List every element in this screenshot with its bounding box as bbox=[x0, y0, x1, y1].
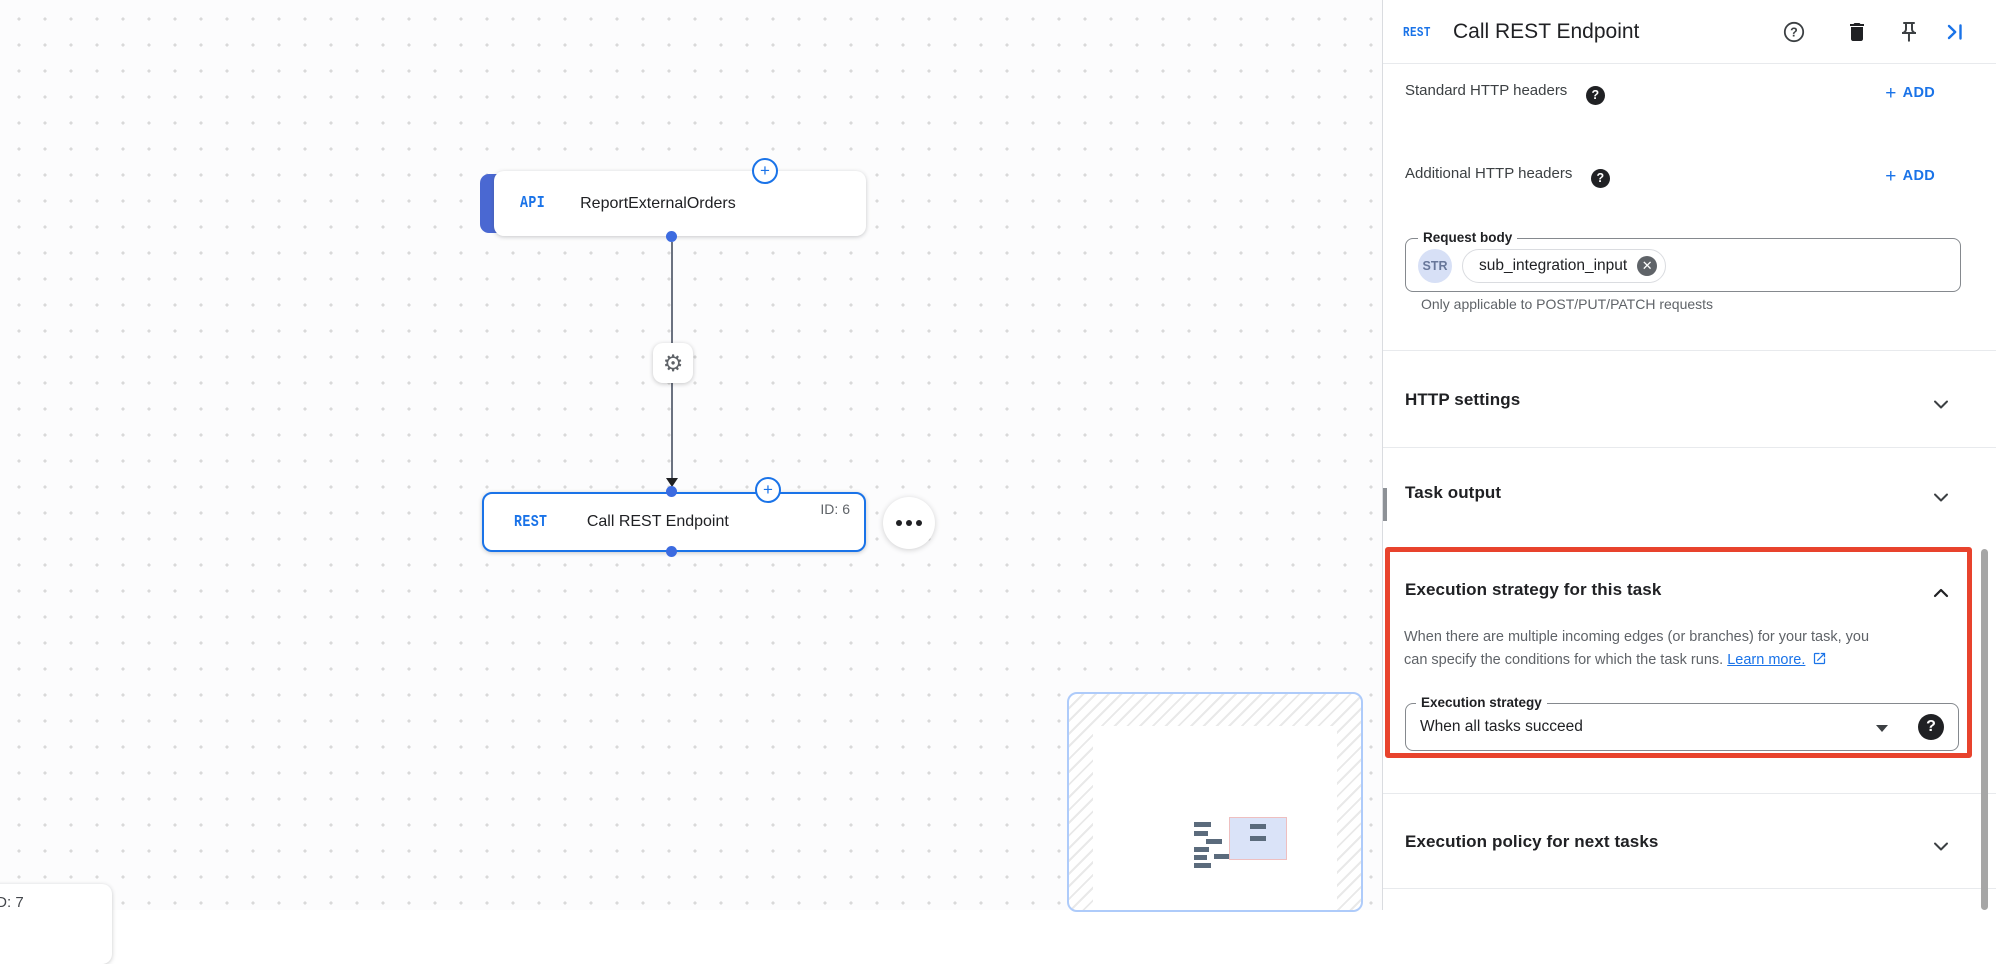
task-node-label: Call REST Endpoint bbox=[586, 513, 729, 530]
additional-http-headers-label: Additional HTTP headers bbox=[1405, 165, 1573, 182]
plus-icon: + bbox=[1885, 166, 1897, 187]
minimap-node-bar bbox=[1250, 824, 1266, 829]
execution-strategy-description: When there are multiple incoming edges (… bbox=[1404, 626, 1888, 672]
api-badge: API bbox=[520, 194, 546, 213]
help-filled-icon[interactable]: ? bbox=[1590, 169, 1610, 188]
workflow-canvas[interactable]: API ReportExternalOrders + ⚙ REST Call R… bbox=[0, 0, 1382, 964]
dot-icon bbox=[906, 520, 912, 526]
chevron-down-icon[interactable] bbox=[1929, 485, 1953, 509]
task-config-panel: REST Call REST Endpoint ? Standard HTTP … bbox=[1382, 0, 1996, 910]
trigger-output-port[interactable] bbox=[666, 231, 677, 242]
rest-badge: REST bbox=[514, 512, 548, 532]
delete-icon[interactable] bbox=[1845, 20, 1869, 44]
svg-text:?: ? bbox=[1790, 25, 1798, 39]
execution-strategy-select[interactable]: Execution strategy When all tasks succee… bbox=[1405, 695, 1959, 751]
rest-badge: REST bbox=[1403, 25, 1431, 41]
standard-http-headers-label: Standard HTTP headers bbox=[1405, 82, 1568, 99]
minimap-node-bar bbox=[1206, 839, 1222, 844]
execution-strategy-value: When all tasks succeed bbox=[1420, 718, 1583, 735]
task-node-call-rest-endpoint[interactable]: REST Call REST Endpoint ID: 6 bbox=[482, 492, 866, 552]
request-body-field[interactable]: Request body STR sub_integration_input ✕ bbox=[1405, 230, 1961, 292]
collapse-panel-icon[interactable] bbox=[1943, 20, 1967, 44]
edge-gear-icon[interactable]: ⚙ bbox=[653, 343, 693, 383]
dropdown-caret-icon[interactable] bbox=[1876, 725, 1888, 732]
dot-icon bbox=[916, 520, 922, 526]
section-http-settings[interactable]: HTTP settings bbox=[1405, 390, 1521, 409]
chevron-up-icon[interactable] bbox=[1929, 581, 1953, 605]
minimap-inner bbox=[1093, 726, 1337, 910]
trigger-node-label: ReportExternalOrders bbox=[580, 194, 736, 212]
learn-more-link[interactable]: Learn more. bbox=[1727, 652, 1806, 668]
dot-icon bbox=[896, 520, 902, 526]
panel-header: REST Call REST Endpoint ? bbox=[1383, 0, 1996, 64]
minimap-node-bar bbox=[1194, 831, 1208, 836]
execution-strategy-field-label: Execution strategy bbox=[1416, 695, 1547, 710]
minimap-node-bar bbox=[1194, 847, 1209, 852]
remove-variable-icon[interactable]: ✕ bbox=[1637, 256, 1658, 276]
divider bbox=[1383, 350, 1996, 351]
help-filled-icon[interactable]: ? bbox=[1585, 86, 1605, 105]
request-body-label: Request body bbox=[1418, 230, 1518, 245]
panel-scroll-indicator bbox=[1383, 488, 1387, 521]
panel-scrollbar[interactable] bbox=[1981, 549, 1988, 910]
partial-node-id: ID: 7 bbox=[0, 894, 24, 911]
string-type-chip: STR bbox=[1418, 249, 1452, 283]
add-additional-header-button[interactable]: +ADD bbox=[1885, 166, 1935, 187]
minimap-node-bar bbox=[1194, 822, 1211, 827]
chevron-down-icon[interactable] bbox=[1929, 392, 1953, 416]
divider bbox=[1383, 793, 1996, 794]
partial-node-card[interactable]: ID: 7 bbox=[0, 884, 112, 964]
request-body-variable-chip[interactable]: sub_integration_input ✕ bbox=[1462, 249, 1667, 283]
divider bbox=[1383, 888, 1996, 889]
plus-icon: + bbox=[1885, 83, 1897, 104]
add-task-at-task-button[interactable]: + bbox=[755, 477, 781, 503]
task-more-options-button[interactable] bbox=[883, 497, 935, 549]
external-link-icon[interactable] bbox=[1812, 651, 1827, 666]
request-body-helper: Only applicable to POST/PUT/PATCH reques… bbox=[1421, 296, 1714, 312]
trigger-node-report-external-orders[interactable]: API ReportExternalOrders bbox=[494, 171, 866, 236]
task-node-id: ID: 6 bbox=[820, 501, 850, 517]
help-icon[interactable]: ? bbox=[1782, 20, 1806, 44]
canvas-minimap[interactable] bbox=[1067, 692, 1363, 912]
add-task-below-trigger-button[interactable]: + bbox=[752, 158, 778, 184]
section-task-output[interactable]: Task output bbox=[1405, 483, 1502, 502]
description-text: When there are multiple incoming edges (… bbox=[1404, 629, 1870, 668]
standard-http-headers-row: Standard HTTP headers ? +ADD bbox=[1405, 82, 1975, 106]
edge-arrowhead bbox=[666, 478, 678, 487]
help-filled-icon[interactable]: ? bbox=[1918, 714, 1944, 740]
minimap-viewport[interactable] bbox=[1229, 817, 1287, 860]
panel-title: Call REST Endpoint bbox=[1453, 20, 1640, 43]
task-input-port[interactable] bbox=[666, 486, 677, 497]
section-execution-strategy[interactable]: Execution strategy for this task bbox=[1405, 580, 1662, 599]
minimap-node-bar bbox=[1214, 854, 1231, 859]
task-output-port[interactable] bbox=[666, 546, 677, 557]
chevron-down-icon[interactable] bbox=[1929, 834, 1953, 858]
minimap-node-bar bbox=[1194, 863, 1211, 868]
pin-icon[interactable] bbox=[1897, 20, 1921, 44]
minimap-node-bar bbox=[1250, 836, 1266, 841]
add-standard-header-button[interactable]: +ADD bbox=[1885, 83, 1935, 104]
minimap-node-bar bbox=[1194, 855, 1207, 860]
divider bbox=[1383, 447, 1996, 448]
additional-http-headers-row: Additional HTTP headers ? +ADD bbox=[1405, 165, 1975, 189]
variable-chip-label: sub_integration_input bbox=[1479, 257, 1628, 274]
section-execution-policy[interactable]: Execution policy for next tasks bbox=[1405, 832, 1659, 851]
